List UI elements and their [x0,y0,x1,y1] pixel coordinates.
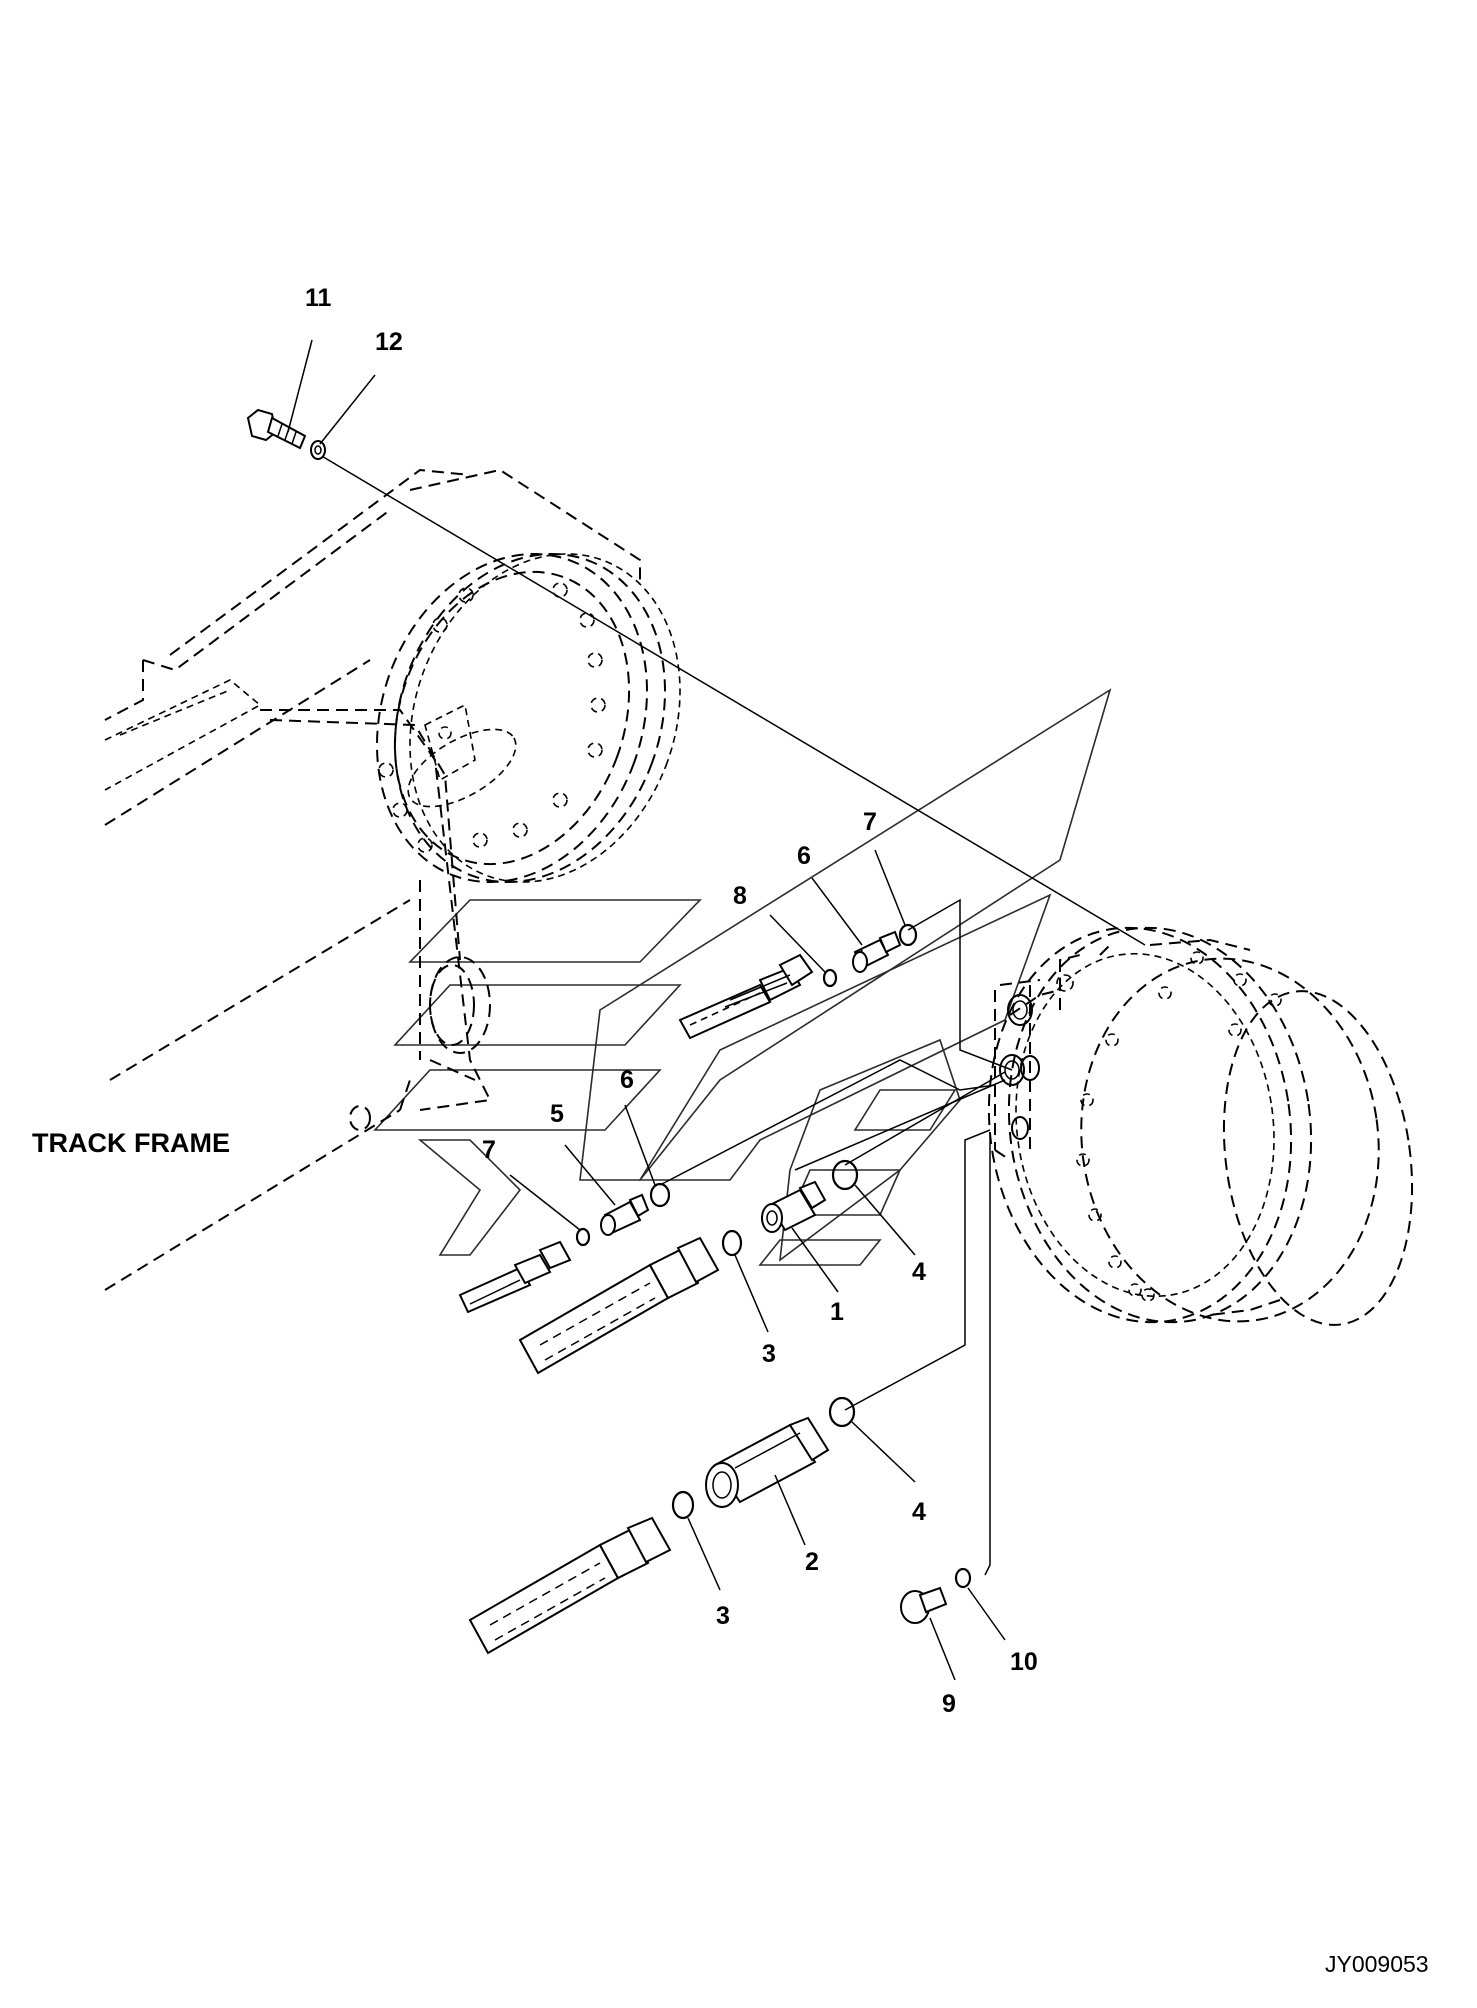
o-ring-4b [828,1396,856,1428]
callout-3-lower: 3 [716,1602,730,1630]
o-ring-12 [954,1567,972,1589]
callout-13: 11 [305,284,332,312]
hose-upper [678,953,814,1040]
callout-11: 9 [942,1690,956,1718]
callout-6: 6 [620,1066,634,1094]
callout-2: 2 [805,1548,819,1576]
o-ring-6 [649,1182,671,1208]
travel-motor [987,926,1414,1326]
washer-14 [310,440,326,460]
callout-4-upper: 4 [912,1258,926,1286]
o-ring-3b [671,1490,695,1520]
watermark-logo [373,688,1112,1266]
callout-numbers: 11 12 7 6 8 6 5 7 1 4 3 4 2 3 10 9 [305,284,1038,1718]
callout-4-lower: 4 [912,1498,926,1526]
track-frame-label: TRACK FRAME [32,1128,230,1158]
callout-leaders [287,339,1006,1681]
o-ring-7 [575,1227,591,1247]
o-ring-4a [831,1159,859,1191]
bolt-13 [246,408,307,450]
hose-left [458,1240,572,1314]
assembly-lines [319,454,1146,1576]
drawing-code: JY009053 [1325,1951,1429,1977]
fitting-5 [600,1193,650,1236]
callout-1: 1 [830,1298,844,1326]
o-ring-9 [898,923,918,947]
callout-5: 5 [550,1100,564,1128]
callout-3-upper: 3 [762,1340,776,1368]
callout-7: 7 [482,1136,496,1164]
callout-9: 7 [863,808,877,836]
callout-14: 12 [375,328,403,356]
callout-12: 10 [1010,1648,1038,1676]
plug-11 [900,1586,948,1624]
callout-8: 6 [797,842,811,870]
o-ring-10 [822,968,838,988]
callout-10: 8 [733,882,747,910]
track-frame [104,468,681,1291]
hose-middle [518,1236,720,1375]
fitting-1 [761,1180,827,1233]
o-ring-3a [721,1229,743,1257]
hose-lower [468,1516,672,1655]
coupling-2 [705,1416,830,1508]
fitting-8 [852,930,902,973]
